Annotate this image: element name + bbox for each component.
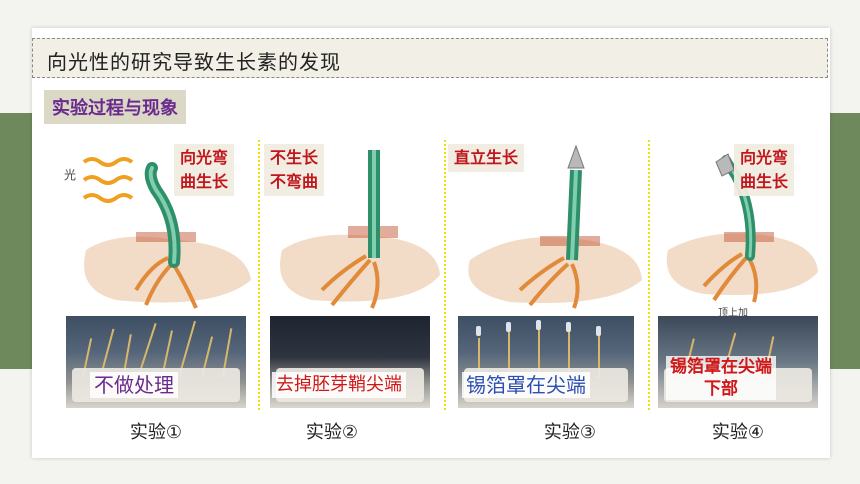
capped-base-seedling-illustration <box>666 153 818 303</box>
section-label: 实验过程与现象 <box>44 90 186 124</box>
capped-tip-seedling-illustration <box>468 144 642 309</box>
treatment-label: 不做处理 <box>90 372 178 398</box>
light-label: 光 <box>64 168 77 182</box>
experiment-panel-3: 直立生长 锡箔罩在尖端 实验③ <box>448 140 646 443</box>
experiment-panel-2: 不生长 不弯曲 去掉胚芽鞘尖端 实验② <box>262 140 442 443</box>
treatment-label: 去掉胚芽鞘尖端 <box>272 372 406 398</box>
experiment-panel-4: 向光弯 曲生长 顶上加 锡箔罩在尖端 下部 实验④ <box>654 140 822 443</box>
panel-divider <box>444 140 446 410</box>
experiment-label: 实验③ <box>543 422 597 443</box>
left-accent-band <box>0 113 38 369</box>
experiment-photo: 锡箔罩在尖端 下部 <box>658 316 818 408</box>
experiment-label: 实验① <box>129 422 183 443</box>
experiment-panel-1: 光 向光弯 曲生长 不做处理 实验① <box>56 140 256 443</box>
panel-divider <box>648 140 650 410</box>
title-bar: 向光性的研究导致生长素的发现 <box>32 38 828 78</box>
seedling-bending-illustration <box>82 157 251 309</box>
result-label: 不生长 不弯曲 <box>264 144 325 196</box>
slide-title: 向光性的研究导致生长素的发现 <box>47 50 341 74</box>
light-rays-icon <box>82 157 134 203</box>
panel-divider <box>258 140 260 410</box>
experiment-label: 实验④ <box>711 422 765 443</box>
experiment-photo: 锡箔罩在尖端 <box>458 316 634 408</box>
experiment-photo: 不做处理 <box>66 316 246 408</box>
result-label: 向光弯 曲生长 <box>734 144 795 196</box>
treatment-label: 锡箔罩在尖端 <box>462 372 590 398</box>
result-label: 向光弯 曲生长 <box>174 144 235 196</box>
foil-cap-icon <box>567 144 585 169</box>
experiment-label: 实验② <box>305 422 359 443</box>
decapitated-seedling-illustration <box>280 150 440 309</box>
note-label: 顶上加 <box>718 308 748 319</box>
treatment-label: 锡箔罩在尖端 下部 <box>666 356 776 400</box>
result-label: 直立生长 <box>448 144 525 172</box>
experiment-photo: 去掉胚芽鞘尖端 <box>270 316 430 408</box>
